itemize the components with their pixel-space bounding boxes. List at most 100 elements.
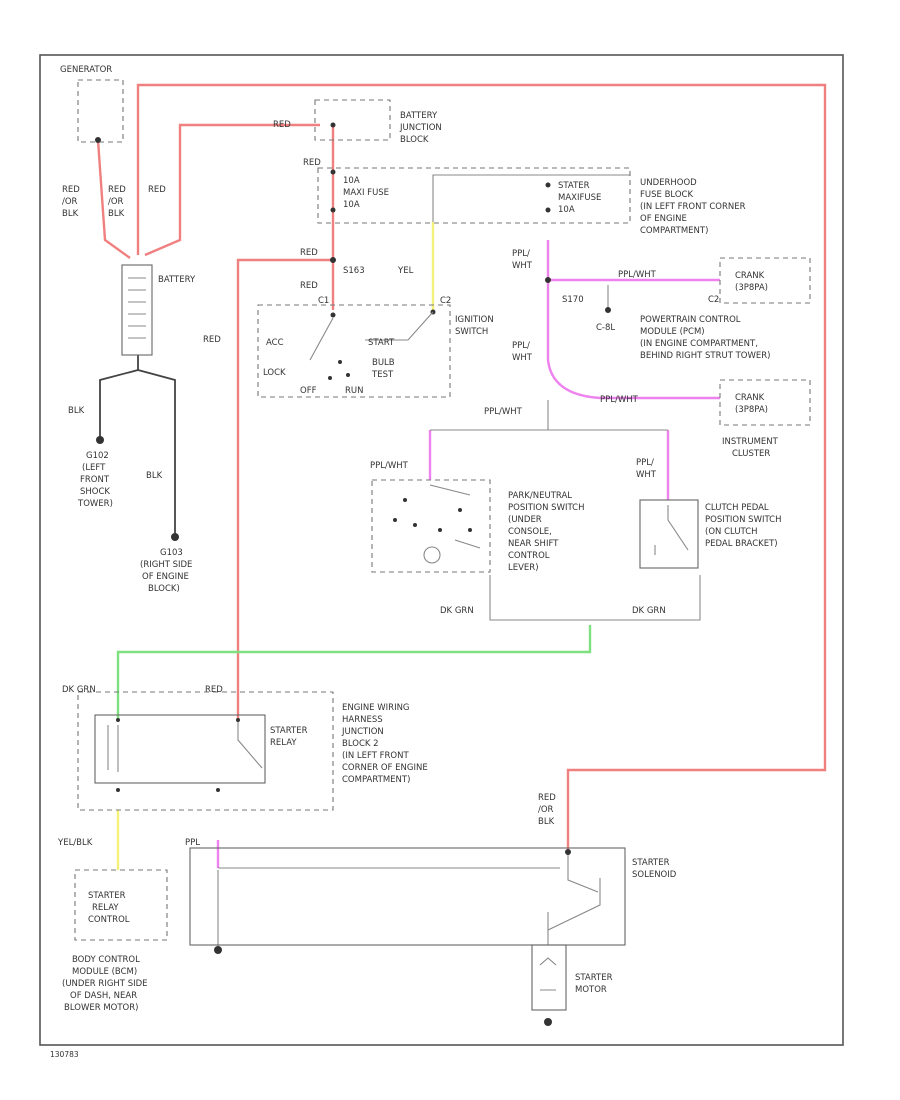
label-ewh-2: HARNESS bbox=[342, 715, 383, 725]
wire-black-ground-g103 bbox=[137, 369, 176, 535]
starter-relay-contact bbox=[237, 720, 263, 769]
pnp-dot-2 bbox=[393, 518, 397, 522]
label-c-ref: C-8L bbox=[596, 323, 615, 333]
label-battery-jb-2: JUNCTION bbox=[399, 123, 442, 133]
label-battery-jb-3: BLOCK bbox=[400, 135, 429, 145]
park-neutral-switch-box bbox=[371, 479, 491, 573]
label-acc: ACC bbox=[266, 338, 284, 348]
wire-black-ground-g102 bbox=[99, 355, 139, 438]
label-red-batt: RED bbox=[148, 185, 166, 195]
battery-cells bbox=[128, 277, 146, 339]
label-ppl-wht-top: PPL/WHT bbox=[618, 270, 657, 280]
instrument-crank-box bbox=[719, 379, 811, 426]
pnp-dot-1 bbox=[403, 498, 407, 502]
fuse-maxi-top bbox=[330, 169, 336, 175]
label-c2-b: C2 bbox=[708, 295, 719, 305]
ignition-pos-3 bbox=[328, 376, 332, 380]
pcm-crank-box bbox=[719, 257, 811, 304]
label-red-or-1: RED bbox=[538, 793, 556, 803]
label-uhfb-1: UNDERHOOD bbox=[640, 178, 697, 188]
relay-30-terminal bbox=[236, 718, 240, 722]
fuse-starter-bottom bbox=[545, 207, 551, 213]
label-ppl-sol: PPL bbox=[185, 838, 200, 848]
ignition-start-contact bbox=[365, 311, 434, 341]
label-dk-grn-relay: DK GRN bbox=[62, 685, 96, 695]
label-g102-2: (LEFT bbox=[82, 463, 106, 473]
engine-harness-junction-box bbox=[77, 691, 334, 811]
splice-s163 bbox=[330, 257, 336, 263]
ignition-switch-blade bbox=[309, 317, 334, 361]
label-yel-blk: YEL/BLK bbox=[57, 838, 93, 848]
ignition-switch-box bbox=[257, 304, 451, 398]
label-bcm-2: MODULE (BCM) bbox=[72, 967, 137, 977]
wire-red-starter-feed bbox=[136, 83, 827, 850]
label-crank-1: CRANK bbox=[735, 271, 765, 281]
label-starter-motor-2: MOTOR bbox=[575, 985, 607, 995]
ignition-pos-1 bbox=[338, 360, 342, 364]
label-uhfb-5: COMPARTMENT) bbox=[640, 226, 708, 236]
label-src-3: CONTROL bbox=[88, 915, 130, 925]
wire-red-generator bbox=[96, 139, 131, 259]
underhood-fuse-block-box bbox=[317, 167, 631, 224]
label-red-bjb-out: RED bbox=[303, 158, 321, 168]
fuse-starter-top bbox=[545, 182, 551, 188]
label-start: START bbox=[368, 338, 395, 348]
label-src-2: RELAY bbox=[92, 903, 119, 913]
label-instrument-1: INSTRUMENT bbox=[722, 437, 779, 447]
label-fuse-10a-c: 10A bbox=[558, 205, 575, 215]
starter-motor-symbol bbox=[539, 957, 557, 991]
label-pcm-1: POWERTRAIN CONTROL bbox=[640, 315, 741, 325]
label-clutch-1: CLUTCH PEDAL bbox=[705, 503, 769, 513]
label-red-or-2: /OR bbox=[538, 805, 554, 815]
label-c1: C1 bbox=[318, 296, 329, 306]
label-generator: GENERATOR bbox=[60, 65, 112, 75]
label-red-s163: RED bbox=[300, 248, 318, 258]
pnp-contact bbox=[423, 546, 441, 564]
label-red-gen-3: BLK bbox=[62, 209, 79, 219]
label-starter-solenoid-2: SOLENOID bbox=[632, 870, 677, 880]
label-stater-fuse-2: MAXIFUSE bbox=[558, 193, 601, 203]
label-bcm-1: BODY CONTROL bbox=[72, 955, 140, 965]
label-bcm-3: (UNDER RIGHT SIDE bbox=[62, 979, 148, 989]
label-bulb-test-1: BULB bbox=[372, 358, 395, 368]
pnp-dot-3 bbox=[413, 523, 417, 527]
label-off: OFF bbox=[300, 386, 317, 396]
label-battery-jb-1: BATTERY bbox=[400, 111, 438, 121]
label-red-mid-1: RED bbox=[108, 185, 126, 195]
splice-s170 bbox=[545, 277, 551, 283]
pnp-links bbox=[429, 484, 481, 549]
label-uhfb-3: (IN LEFT FRONT CORNER bbox=[640, 202, 746, 212]
wire-underhood-top bbox=[432, 174, 630, 222]
label-dk-grn-l: DK GRN bbox=[440, 606, 474, 616]
clutch-switch-contact bbox=[654, 505, 689, 555]
label-lock: LOCK bbox=[263, 368, 286, 378]
label-ppl-wht-4: WHT bbox=[512, 353, 533, 363]
label-ppl-wht-1: PPL/ bbox=[512, 249, 530, 259]
starter-relay-control-box bbox=[74, 869, 168, 941]
relay-86-terminal bbox=[116, 788, 120, 792]
label-bcm-4: OF DASH, NEAR bbox=[70, 991, 137, 1001]
relay-85-terminal bbox=[116, 718, 120, 722]
label-instrument-2: CLUSTER bbox=[732, 449, 770, 459]
label-clutch-4: PEDAL BRACKET) bbox=[705, 539, 778, 549]
label-uhfb-2: FUSE BLOCK bbox=[640, 190, 693, 200]
label-g102-1: G102 bbox=[86, 451, 109, 461]
clutch-switch-box bbox=[639, 499, 699, 569]
label-crank-2: (3P8PA) bbox=[735, 283, 768, 293]
label-bcm-5: BLOWER MOTOR) bbox=[64, 1003, 138, 1013]
ground-g103 bbox=[171, 533, 179, 541]
solenoid-ground bbox=[214, 946, 222, 954]
label-pnp-2: POSITION SWITCH bbox=[508, 503, 585, 513]
label-g103-1: G103 bbox=[160, 548, 183, 558]
relay-87-terminal bbox=[216, 788, 220, 792]
label-ewh-7: COMPARTMENT) bbox=[342, 775, 410, 785]
c8l-terminal bbox=[605, 307, 611, 313]
label-pnp-4: CONSOLE, bbox=[508, 527, 552, 537]
label-clutch-2: POSITION SWITCH bbox=[705, 515, 782, 525]
label-ewh-6: CORNER OF ENGINE bbox=[342, 763, 428, 773]
label-crank-3: CRANK bbox=[735, 393, 765, 403]
label-pnp-1: PARK/NEUTRAL bbox=[508, 491, 572, 501]
label-g102-5: TOWER) bbox=[77, 499, 113, 509]
battery-junction-terminal bbox=[330, 122, 336, 128]
label-pnp-5: NEAR SHIFT bbox=[508, 539, 559, 549]
